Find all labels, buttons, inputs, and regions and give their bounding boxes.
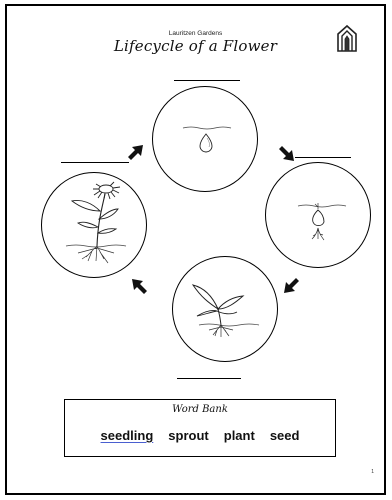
- stage-circle-top: [152, 86, 258, 192]
- word-sprout: sprout: [168, 428, 208, 443]
- arrow-down-right-icon: [277, 144, 297, 164]
- plant-icon: [42, 173, 148, 279]
- organization-name: Lauritzen Gardens: [7, 30, 384, 37]
- lauritzen-gardens-logo: [336, 24, 358, 52]
- answer-blank-right[interactable]: [295, 157, 351, 158]
- page-number: 1: [371, 469, 374, 475]
- answer-blank-left[interactable]: [61, 162, 129, 163]
- stage-circle-right: [265, 162, 371, 268]
- word-bank: Word Bank seedling sprout plant seed: [64, 399, 336, 457]
- arrow-down-left-icon: [281, 276, 301, 296]
- answer-blank-top[interactable]: [174, 80, 240, 81]
- word-plant: plant: [224, 428, 255, 443]
- worksheet-page: Lauritzen Gardens Lifecycle of a Flower: [5, 4, 386, 495]
- page-title: Lifecycle of a Flower: [7, 37, 384, 55]
- word-seedling: seedling: [101, 428, 154, 443]
- seedling-icon: [173, 257, 279, 363]
- stage-circle-bottom: [172, 256, 278, 362]
- sprout-icon: [266, 163, 372, 269]
- answer-blank-bottom[interactable]: [177, 378, 241, 379]
- arrow-up-left-icon: [129, 276, 149, 296]
- word-bank-title: Word Bank: [65, 404, 335, 415]
- arrow-up-right-icon: [126, 142, 146, 162]
- seed-icon: [153, 87, 259, 193]
- word-seed: seed: [270, 428, 300, 443]
- stage-circle-left: [41, 172, 147, 278]
- word-bank-list: seedling sprout plant seed: [65, 428, 335, 443]
